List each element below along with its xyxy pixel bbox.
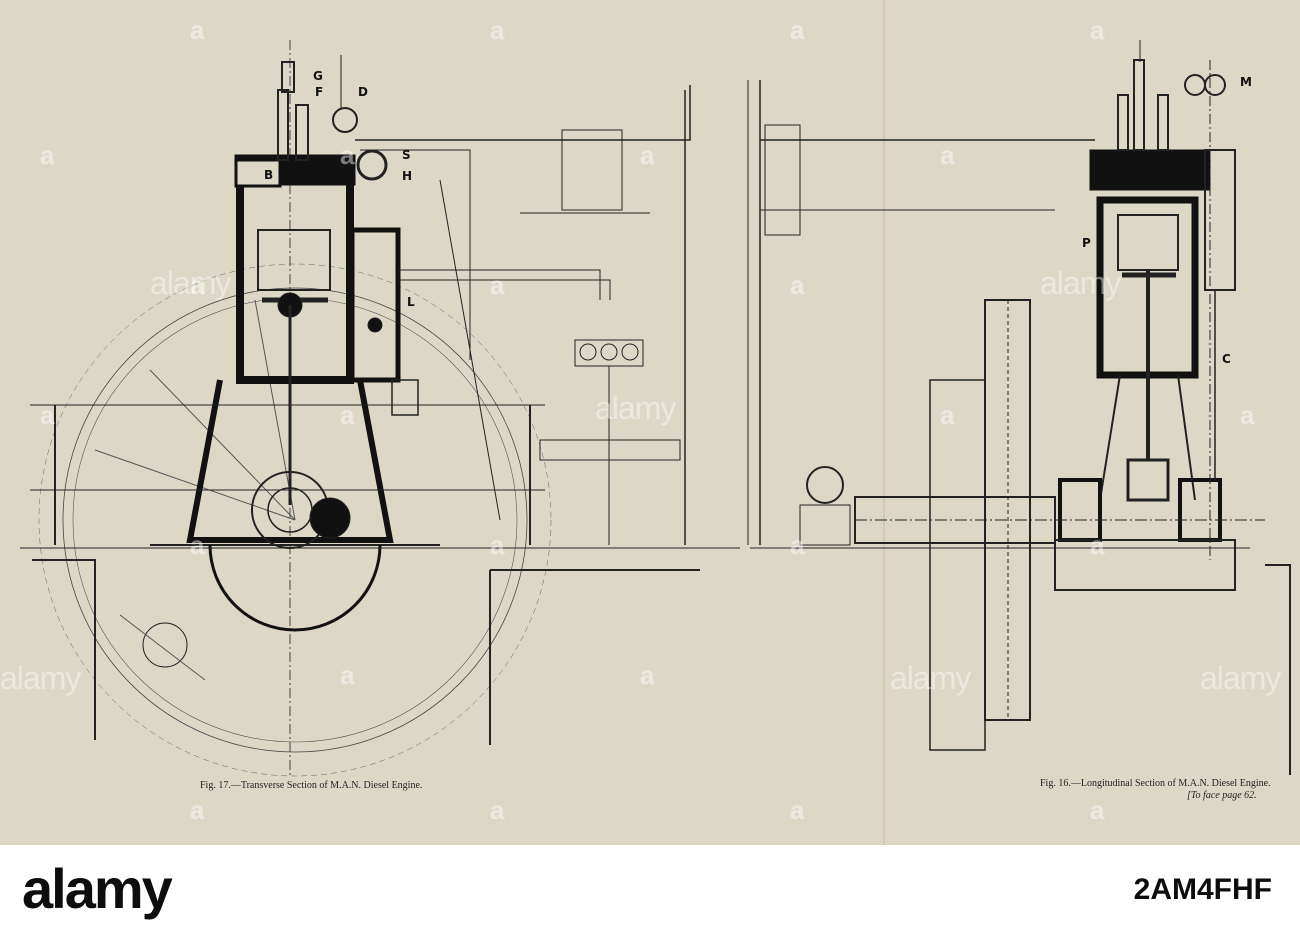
watermark-text: alamy bbox=[890, 660, 971, 696]
label-L: L bbox=[407, 295, 415, 309]
engine-drawings: G F D B V S H L M A B E P C bbox=[20, 40, 1291, 777]
stock-footer-bar: alamy 2AM4FHF bbox=[0, 845, 1300, 935]
watermark-text: alamy bbox=[0, 660, 81, 696]
watermark-mark: a bbox=[190, 530, 205, 560]
label-A: A bbox=[1099, 171, 1109, 185]
watermark-mark: a bbox=[940, 140, 955, 170]
label-D: D bbox=[358, 85, 368, 99]
label-S: S bbox=[402, 148, 411, 162]
watermark-mark: a bbox=[640, 660, 655, 690]
watermark-mark: a bbox=[640, 140, 655, 170]
page-fold bbox=[883, 0, 885, 845]
watermark-mark: a bbox=[1240, 400, 1255, 430]
watermark-mark: a bbox=[190, 795, 205, 825]
alamy-logo: alamy bbox=[22, 857, 173, 920]
watermark-mark: a bbox=[40, 140, 55, 170]
watermark-text: alamy bbox=[1200, 660, 1281, 696]
watermark-mark: a bbox=[490, 795, 505, 825]
label-F: F bbox=[315, 85, 323, 99]
label-P: P bbox=[1082, 236, 1091, 250]
watermark-mark: a bbox=[790, 270, 805, 300]
engraving-plate: G F D B V S H L M A B E P C Fig. 17.—Tra… bbox=[0, 0, 1300, 845]
watermark-mark: a bbox=[790, 530, 805, 560]
watermark-text: alamy bbox=[595, 390, 676, 426]
transverse-section-drawing bbox=[20, 40, 740, 777]
watermark-mark: a bbox=[1090, 15, 1105, 45]
label-E: E bbox=[1168, 171, 1176, 185]
label-H: H bbox=[402, 169, 412, 183]
label-B: B bbox=[264, 168, 273, 182]
watermark-mark: a bbox=[490, 15, 505, 45]
figure-16-caption: Fig. 16.—Longitudinal Section of M.A.N. … bbox=[1040, 778, 1271, 789]
label-G: G bbox=[313, 69, 323, 83]
watermark-mark: a bbox=[340, 660, 355, 690]
watermark-mark: a bbox=[790, 15, 805, 45]
longitudinal-labels: M A B E P C bbox=[1082, 75, 1252, 366]
watermark-mark: a bbox=[490, 530, 505, 560]
watermark-mark: a bbox=[340, 140, 355, 170]
watermark-text: alamy bbox=[1040, 265, 1121, 301]
transverse-labels: G F D B V S H L bbox=[264, 69, 415, 309]
watermark-mark: a bbox=[1090, 530, 1105, 560]
label-M: M bbox=[1240, 75, 1252, 89]
watermark-mark: a bbox=[190, 270, 205, 300]
figure-17-caption: Fig. 17.—Transverse Section of M.A.N. Di… bbox=[200, 780, 423, 791]
page-reference-note: [To face page 62. bbox=[1187, 790, 1257, 801]
watermark-mark: a bbox=[490, 270, 505, 300]
watermark-mark: a bbox=[790, 795, 805, 825]
image-id: 2AM4FHF bbox=[1133, 873, 1272, 906]
longitudinal-section-drawing bbox=[747, 40, 1291, 775]
watermark-text: alamy bbox=[150, 265, 231, 301]
label-C: C bbox=[1222, 352, 1231, 366]
watermark-mark: a bbox=[190, 15, 205, 45]
watermark-mark: a bbox=[340, 400, 355, 430]
watermark-mark: a bbox=[1090, 795, 1105, 825]
watermark-mark: a bbox=[40, 400, 55, 430]
label-B: B bbox=[1134, 171, 1143, 185]
watermark-mark: a bbox=[940, 400, 955, 430]
label-V: V bbox=[328, 157, 338, 171]
